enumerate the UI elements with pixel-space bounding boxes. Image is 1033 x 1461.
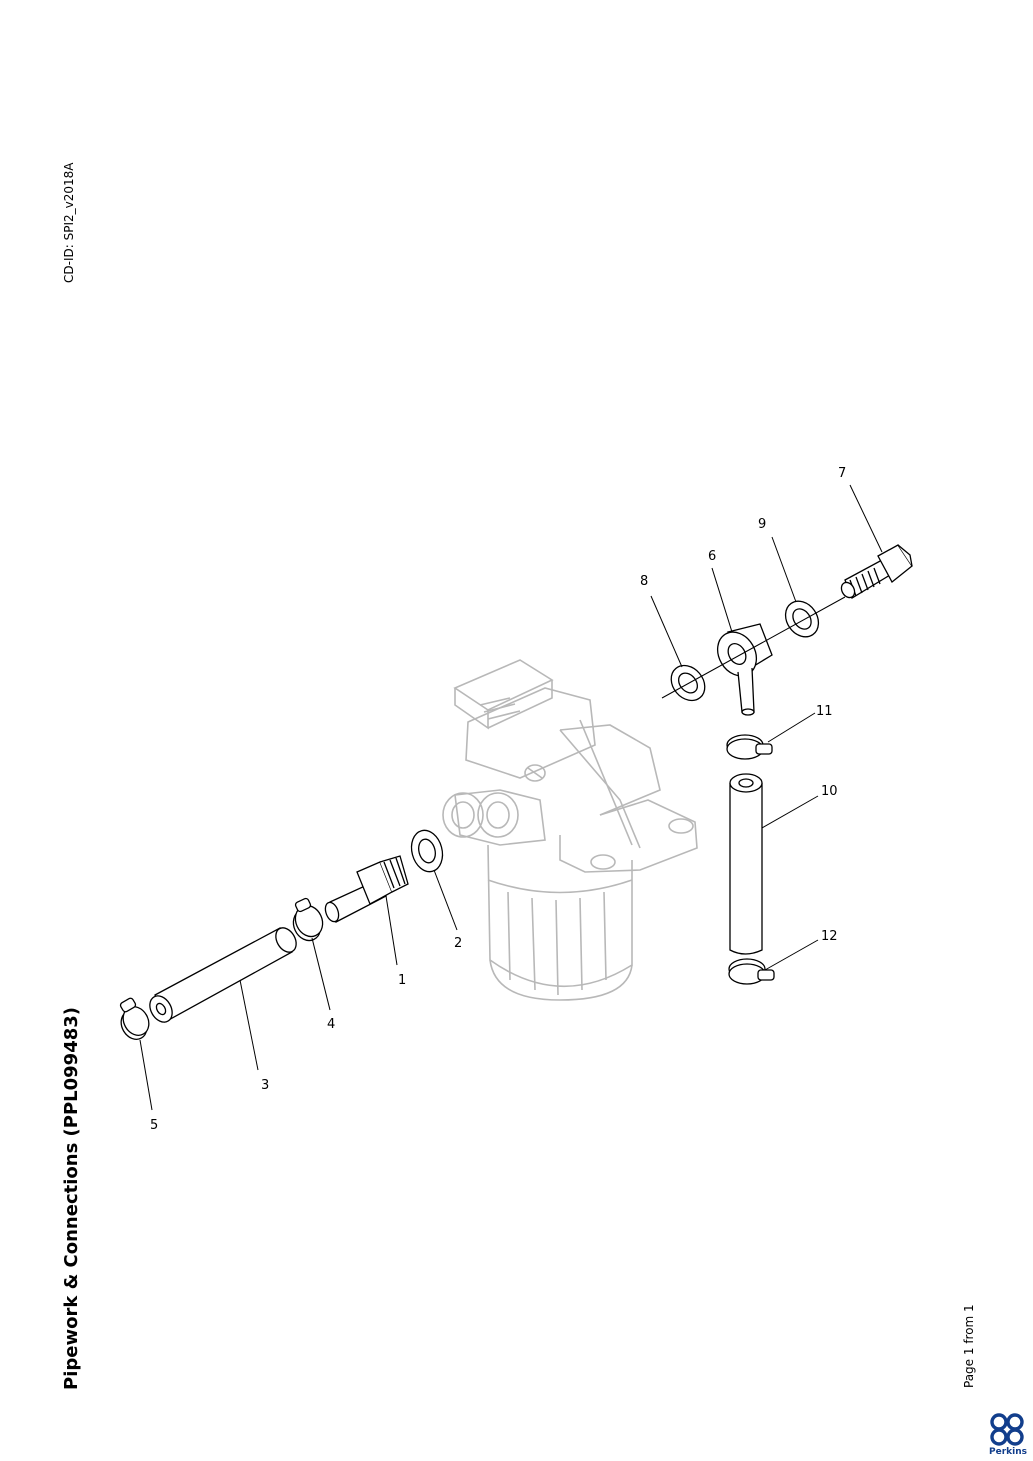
perkins-logo — [990, 1413, 1024, 1446]
callout-10: 10 — [821, 784, 838, 799]
part-4-hose-clip — [292, 897, 324, 942]
callout-8: 8 — [640, 574, 648, 589]
callout-11: 11 — [816, 704, 833, 719]
part-3-hose — [149, 927, 297, 1023]
part-2-washer — [410, 829, 444, 873]
perkins-logo-text: Perkins — [989, 1447, 1027, 1457]
part-5-hose-clip — [119, 997, 150, 1040]
part-1-adaptor — [324, 855, 409, 923]
callout-9: 9 — [758, 517, 766, 532]
callout-2: 2 — [454, 936, 462, 951]
callout-3: 3 — [261, 1078, 269, 1093]
part-9-washer — [784, 600, 820, 638]
callout-1: 1 — [398, 973, 406, 988]
part-7-banjo-bolt — [840, 544, 913, 599]
part-12-hose-clip — [728, 958, 775, 985]
leader-lines — [139, 484, 883, 1111]
callout-4: 4 — [327, 1017, 335, 1032]
callout-labels: 1 2 3 4 5 6 7 8 9 10 11 12 — [150, 466, 846, 1133]
part-10-hose — [729, 773, 763, 955]
part-6-banjo-fitting — [716, 623, 773, 716]
callout-12: 12 — [821, 929, 838, 944]
callout-7: 7 — [838, 466, 846, 481]
filter-housing-ghost — [442, 659, 698, 1001]
part-11-hose-clip — [726, 734, 773, 760]
part-8-washer — [670, 664, 706, 702]
callout-5: 5 — [150, 1118, 158, 1133]
callout-6: 6 — [708, 549, 716, 564]
